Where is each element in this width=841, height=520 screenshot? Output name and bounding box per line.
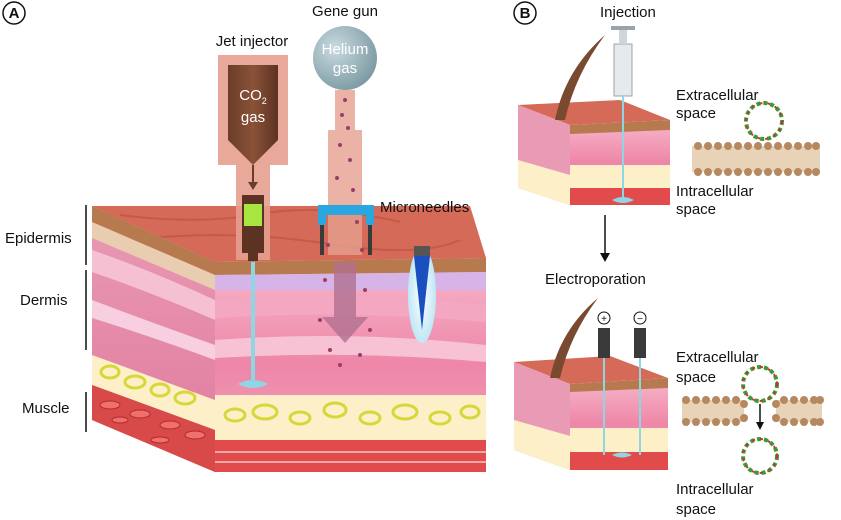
intracellular-label-bottom: Intracellular xyxy=(676,481,754,498)
electrode-positive: + xyxy=(597,311,611,455)
microneedles: Microneedles xyxy=(380,199,469,343)
membrane-intact xyxy=(692,142,820,176)
minus-sign: − xyxy=(637,314,643,325)
co2-gas-label: gas xyxy=(241,109,265,126)
microneedles-label: Microneedles xyxy=(380,199,469,216)
hair-icon xyxy=(550,298,598,378)
panel-a: A xyxy=(2,1,486,472)
jet-injector-label: Jet injector xyxy=(216,33,289,50)
electroporation-label: Electroporation xyxy=(545,271,646,288)
panel-a-badge: A xyxy=(2,1,26,25)
intracellular-label-top: Intracellular xyxy=(676,183,754,200)
syringe-icon xyxy=(611,26,635,203)
extracellular-label-top: Extracellular xyxy=(676,87,759,104)
helium-balloon xyxy=(313,26,377,90)
panel-b: B Injection Extracellular space xyxy=(513,1,824,518)
panel-a-letter: A xyxy=(9,5,20,22)
layer-labels: Epidermis Dermis Muscle xyxy=(5,205,87,432)
plasmid-icon xyxy=(741,437,779,475)
helium-gas-label: gas xyxy=(333,60,357,77)
extracellular-space-top: space xyxy=(676,105,716,122)
plasmid-icon xyxy=(741,365,779,403)
injection-label: Injection xyxy=(600,4,656,21)
plus-sign: + xyxy=(601,314,607,325)
injection-skin-block xyxy=(518,35,670,205)
intracellular-space-top: space xyxy=(676,201,716,218)
jet-injector: Jet injector CO2 gas xyxy=(216,33,289,388)
electrode-negative: − xyxy=(633,311,647,455)
hair-icon xyxy=(555,35,605,120)
arrow-down-icon xyxy=(600,215,610,262)
membrane-pore xyxy=(682,396,824,430)
panel-b-badge: B xyxy=(513,1,537,25)
epidermis-label: Epidermis xyxy=(5,230,72,247)
extracellular-label-bottom: Extracellular xyxy=(676,349,759,366)
gene-gun-label: Gene gun xyxy=(312,3,378,20)
plasmid-icon xyxy=(744,101,784,141)
panel-b-letter: B xyxy=(520,5,531,22)
dermis-label: Dermis xyxy=(20,292,68,309)
helium-label: Helium xyxy=(322,41,369,58)
intracellular-space-bottom: space xyxy=(676,501,716,518)
muscle-label: Muscle xyxy=(22,400,70,417)
extracellular-space-bottom: space xyxy=(676,369,716,386)
electroporation-skin-block xyxy=(514,298,668,470)
co2-label: CO2 xyxy=(239,87,267,106)
gene-gun: Gene gun Helium gas xyxy=(312,3,378,367)
